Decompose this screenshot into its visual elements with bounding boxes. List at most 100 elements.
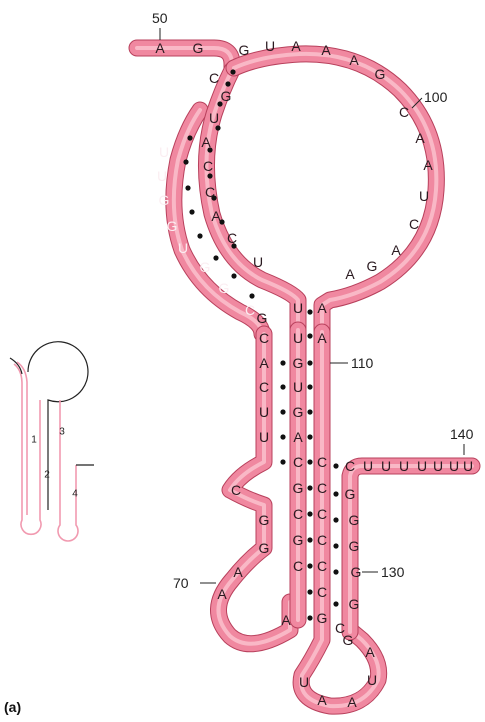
base-pair-dot: [280, 409, 285, 414]
nucleotide-tail-3p: U: [463, 458, 473, 474]
nucleotide-stem-right-inner: C: [317, 532, 327, 548]
base-pair-dot: [307, 384, 312, 389]
nucleotide-big-loop: A: [391, 242, 401, 258]
base-pair-dot: [280, 459, 285, 464]
nucleotide-stem-left-outer: G: [259, 512, 270, 528]
nucleotide-stem-left-outer: C: [231, 482, 241, 498]
nucleotide-stem-left-outer: A: [259, 355, 269, 371]
nucleotide-left-inner: C: [227, 230, 237, 246]
base-pair-dot: [307, 434, 312, 439]
nucleotide-left-inner: U: [253, 254, 263, 270]
nucleotide-stem-right-inner: C: [317, 454, 327, 470]
nucleotide-big-loop: A: [345, 266, 355, 282]
base-pair-dot: [280, 360, 285, 365]
nucleotide-stem-right-outer: G: [345, 486, 356, 502]
nucleotide-stem-left-outer: A: [217, 586, 227, 602]
nucleotide-left-outer: G: [219, 280, 230, 296]
nucleotide-stem-left-inner: C: [293, 454, 303, 470]
nucleotide-stem-right-inner: G: [317, 610, 328, 626]
nucleotide-stem-left-inner: A: [281, 612, 291, 628]
nucleotide-big-loop: U: [265, 38, 275, 54]
nucleotide-stem-right-outer: C: [345, 458, 355, 474]
backbone-segment: [350, 466, 472, 632]
base-pair-dot: [333, 463, 338, 468]
nucleotide-left-outer: G: [159, 192, 170, 208]
base-pair-dot: [197, 233, 202, 238]
nucleotide-hairpin-loop: A: [347, 694, 357, 710]
inset-segment-label-1: 1: [31, 435, 37, 446]
nucleotide-stem-right-outer: G: [349, 512, 360, 528]
base-pair-dot: [231, 273, 236, 278]
base-pair-dot: [230, 69, 235, 74]
nucleotide-big-loop: G: [239, 42, 250, 58]
nucleotide-big-loop: C: [409, 216, 419, 232]
inset-segment-label-3: 3: [59, 427, 65, 438]
base-pair-dot: [215, 125, 220, 130]
nucleotide-stem-right-inner: C: [317, 558, 327, 574]
nucleotide-hairpin-loop: A: [317, 692, 327, 708]
rna-backbone: [137, 48, 472, 706]
nucleotide-stem-left-inner: G: [293, 404, 304, 420]
backbone-segment: [350, 466, 472, 632]
nucleotide-left-outer: U: [178, 240, 188, 256]
backbone-segment: [350, 466, 472, 632]
nucleotide-stem-right-outer: G: [349, 596, 360, 612]
base-pair-dot: [307, 563, 312, 568]
base-pair-dot: [307, 615, 312, 620]
nucleotide-big-loop: A: [321, 42, 331, 58]
nucleotide-stem-right-inner: C: [317, 506, 327, 522]
nucleotide-tail-3p: U: [449, 458, 459, 474]
position-label-140: 140: [450, 426, 474, 442]
position-label-110: 110: [351, 355, 374, 371]
inset-outer-strand: [28, 342, 88, 510]
base-pair-dot: [185, 185, 190, 190]
nucleotide-stem-right-inner: C: [317, 584, 327, 600]
base-pair-dot: [307, 485, 312, 490]
nucleotide-left-inner: G: [221, 88, 232, 104]
nucleotide-top-5p: G: [193, 40, 204, 56]
position-label-100: 100: [424, 89, 448, 105]
nucleotide-stem-left-inner: C: [293, 506, 303, 522]
base-pair-dot: [280, 384, 285, 389]
nucleotide-stem-left-inner: G: [293, 480, 304, 496]
nucleotide-big-loop: A: [291, 38, 301, 54]
backbone-segment: [137, 48, 232, 70]
base-pair-dot: [189, 209, 194, 214]
nucleotide-stem-left-outer: G: [259, 540, 270, 556]
nucleotide-left-outer: U: [157, 168, 167, 184]
position-label-70: 70: [173, 575, 189, 591]
nucleotide-stem-right-inner: A: [317, 330, 327, 346]
inset-right-stem: [58, 400, 78, 541]
nucleotide-big-loop: U: [419, 188, 429, 204]
position-label-130: 130: [381, 564, 405, 580]
nucleotide-left-inner: C: [203, 158, 213, 174]
nucleotide-stem-left-outer: C: [259, 379, 269, 395]
base-pair-dot: [333, 601, 338, 606]
nucleotide-stem-left-outer: G: [257, 310, 268, 326]
base-pair-dot: [187, 135, 192, 140]
base-pair-dot: [213, 255, 218, 260]
nucleotide-big-loop: C: [399, 104, 409, 120]
nucleotide-stem-left-inner: G: [293, 532, 304, 548]
base-pair-dot: [307, 537, 312, 542]
nucleotide-stem-right-outer: G: [351, 564, 362, 580]
nucleotide-left-outer: C: [245, 302, 255, 318]
nucleotide-stem-left-inner: U: [293, 330, 303, 346]
nucleotide-stem-left-outer: U: [259, 404, 269, 420]
base-pair-dot: [333, 491, 338, 496]
backbone-segment: [234, 54, 436, 332]
panel-label: (a): [4, 699, 21, 715]
base-pair-dot: [225, 81, 230, 86]
nucleotide-tail-3p: U: [417, 458, 427, 474]
inset-segment-label-2: 2: [44, 470, 50, 481]
nucleotide-left-inner: A: [211, 208, 221, 224]
base-pair-dot: [307, 459, 312, 464]
nucleotide-big-loop: G: [367, 258, 378, 274]
base-pair-dot: [307, 309, 312, 314]
position-labels: 50 100 110 70 130 140: [152, 10, 474, 591]
base-pair-dot: [333, 569, 338, 574]
nucleotide-stem-left-inner: G: [293, 355, 304, 371]
nucleotide-big-loop: A: [415, 130, 425, 146]
base-pair-dot: [183, 159, 188, 164]
base-pair-dot: [249, 293, 254, 298]
